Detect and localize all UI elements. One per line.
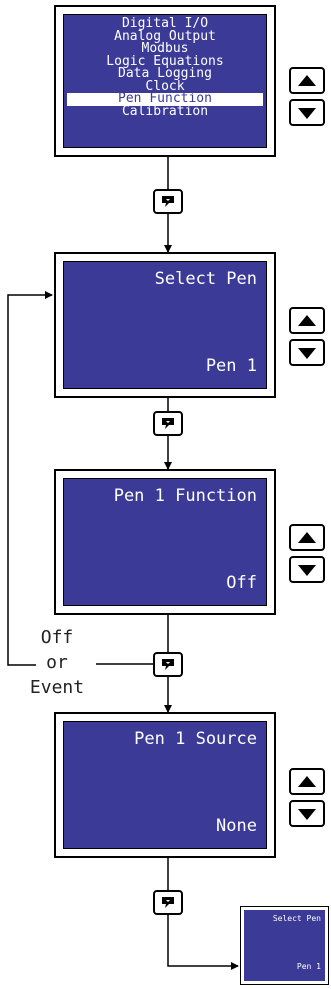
down-arrow-button-icon[interactable] — [289, 556, 325, 583]
lcd-display: Digital I/O Analog Output Modbus Logic E… — [63, 14, 267, 148]
branch-label-or: or — [46, 652, 68, 673]
up-arrow-button-icon[interactable] — [289, 768, 325, 795]
select-pen-thumbnail: Select Pen Pen 1 — [240, 906, 329, 985]
connector-key4-to-thumbnail — [167, 915, 239, 970]
menu-item-modbus[interactable]: Modbus — [141, 41, 189, 56]
enter-key-icon[interactable] — [153, 890, 183, 915]
menu-item-clock[interactable]: Clock — [145, 78, 185, 94]
menu-item-digital-io[interactable]: Digital I/O — [121, 16, 209, 31]
menu-item-data-logging[interactable]: Data Logging — [118, 66, 212, 81]
menu-item-pen-function[interactable]: Pen Function — [67, 92, 263, 106]
screen-value: None — [216, 816, 257, 836]
screen-value: Pen 1 — [205, 356, 257, 376]
enter-key-icon[interactable] — [153, 652, 183, 677]
down-arrow-button-icon[interactable] — [289, 339, 325, 366]
lcd-display: Select Pen Pen 1 — [244, 910, 325, 981]
pen-source-screen: Pen 1 Source None — [54, 712, 276, 858]
up-arrow-button-icon[interactable] — [289, 67, 325, 94]
up-arrow-button-icon[interactable] — [289, 524, 325, 551]
enter-key-icon[interactable] — [153, 411, 183, 436]
lcd-display: Pen 1 Source None — [63, 721, 267, 849]
branch-label-event: Event — [29, 677, 85, 698]
connector-branch-loop-back — [7, 291, 53, 666]
select-pen-screen: Select Pen Pen 1 — [54, 252, 276, 398]
down-arrow-button-icon[interactable] — [289, 99, 325, 126]
menu-item-logic-equations[interactable]: Logic Equations — [106, 53, 224, 69]
menu-item-calibration[interactable]: Calibration — [121, 103, 209, 119]
screen-value: Off — [226, 573, 257, 593]
menu-list: Digital I/O Analog Output Modbus Logic E… — [64, 15, 266, 118]
lcd-display: Select Pen Pen 1 — [63, 261, 267, 389]
menu-item-analog-output[interactable]: Analog Output — [114, 28, 216, 44]
up-arrow-button-icon[interactable] — [289, 307, 325, 334]
down-arrow-button-icon[interactable] — [289, 800, 325, 827]
screen-title: Pen 1 Source — [134, 729, 257, 749]
thumbnail-title: Select Pen — [272, 914, 321, 923]
enter-key-icon[interactable] — [153, 189, 183, 214]
branch-label-off: Off — [40, 627, 74, 648]
lcd-display: Pen 1 Function Off — [63, 478, 267, 606]
thumbnail-value: Pen 1 — [296, 962, 321, 971]
screen-title: Select Pen — [154, 269, 257, 289]
pen-function-screen: Pen 1 Function Off — [54, 469, 276, 615]
screen-title: Pen 1 Function — [113, 486, 257, 506]
main-menu-screen: Digital I/O Analog Output Modbus Logic E… — [54, 5, 276, 157]
